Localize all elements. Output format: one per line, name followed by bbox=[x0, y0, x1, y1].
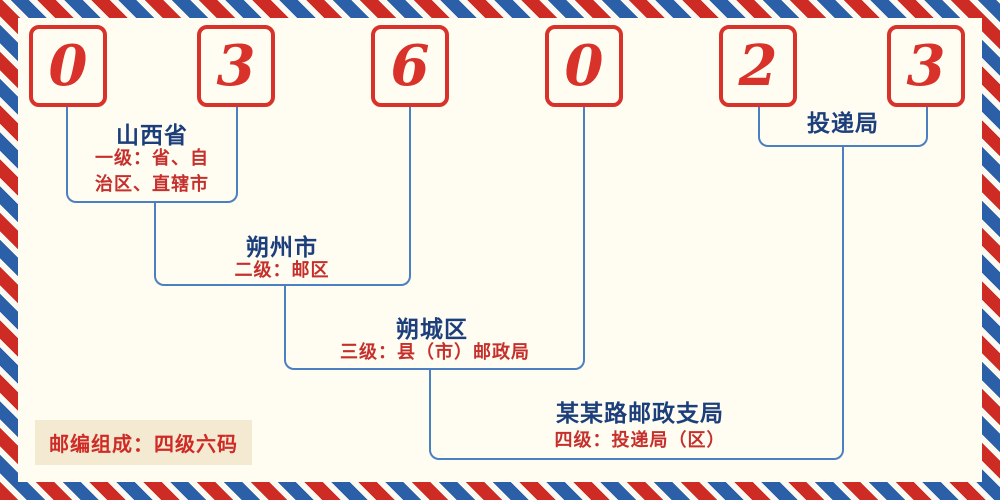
connector-level2-vline bbox=[409, 107, 411, 205]
digit-6: 3 bbox=[906, 33, 946, 99]
digit-2: 3 bbox=[216, 33, 256, 99]
level1-place-name: 山西省 bbox=[116, 123, 188, 149]
digit-box-1: 0 bbox=[29, 25, 107, 107]
level3-description: 三级：县（市）邮政局 bbox=[340, 342, 530, 363]
level2-place-name: 朔州市 bbox=[246, 235, 318, 261]
digit-box-3: 6 bbox=[371, 25, 449, 107]
delivery-office-label: 投递局 bbox=[807, 111, 879, 137]
level3-place-name: 朔城区 bbox=[396, 317, 468, 343]
postal-code-composition-badge: 邮编组成：四级六码 bbox=[35, 420, 252, 465]
level1-description: 一级：省、自 治区、直辖市 bbox=[95, 148, 209, 196]
connector-level3-vline bbox=[583, 107, 585, 287]
digit-4: 0 bbox=[564, 33, 604, 99]
digit-5: 2 bbox=[738, 33, 778, 99]
level4-description: 四级：投递局（区） bbox=[554, 430, 726, 451]
level2-description: 二级：邮区 bbox=[234, 260, 330, 281]
digit-box-6: 3 bbox=[887, 25, 965, 107]
digit-box-2: 3 bbox=[197, 25, 275, 107]
level4-place-name: 某某路邮政支局 bbox=[556, 401, 724, 427]
digit-1: 0 bbox=[48, 33, 88, 99]
connector-level4-vline bbox=[842, 147, 844, 372]
digit-box-5: 2 bbox=[719, 25, 797, 107]
digit-3: 6 bbox=[390, 33, 430, 99]
digit-box-4: 0 bbox=[545, 25, 623, 107]
